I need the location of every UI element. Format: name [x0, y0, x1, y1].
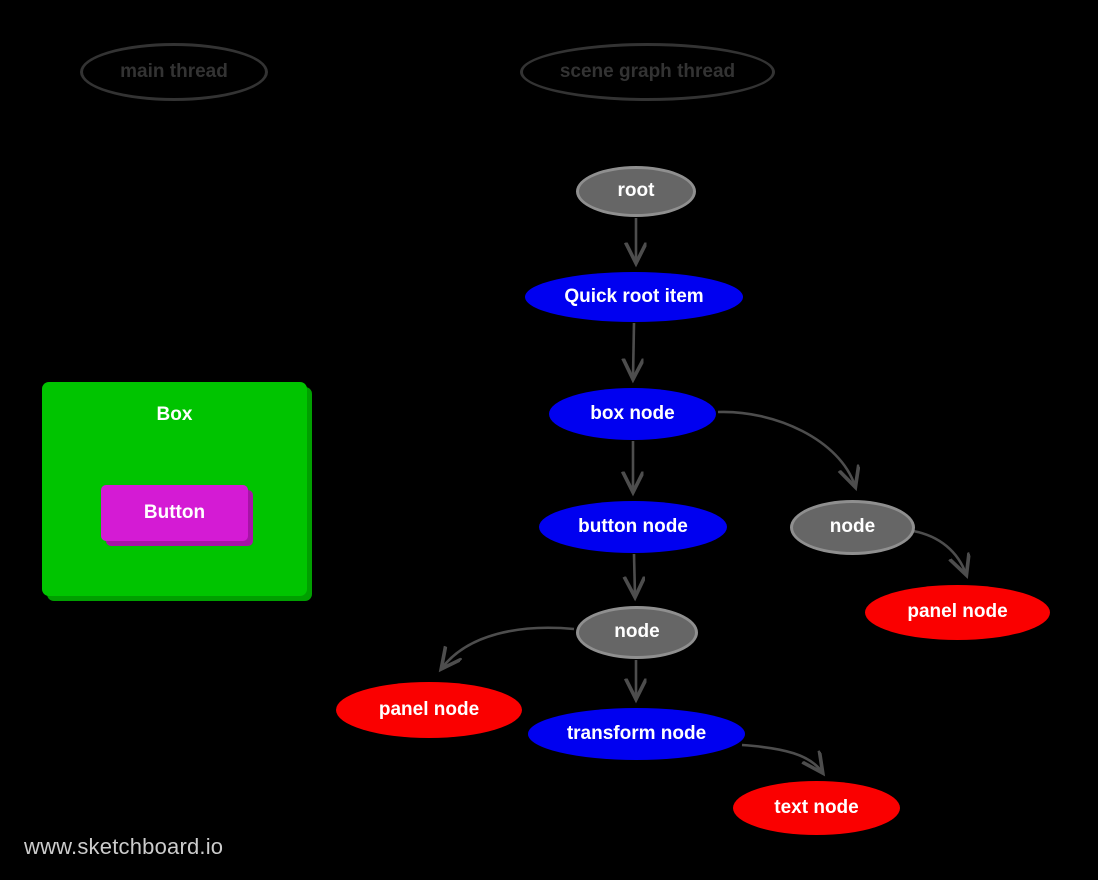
button-shape[interactable]: Button: [101, 485, 248, 541]
node-root[interactable]: root: [576, 166, 696, 217]
node-panel-node-left-label: panel node: [378, 698, 480, 720]
box-label: Box: [156, 404, 193, 425]
box-shape[interactable]: Box: [42, 382, 307, 596]
node-button-node[interactable]: button node: [539, 501, 727, 553]
node-node-bottom-label: node: [614, 621, 660, 643]
node-panel-node-left[interactable]: panel node: [336, 682, 522, 738]
node-node-right[interactable]: node: [790, 500, 915, 555]
node-root-label: root: [617, 180, 655, 202]
edge-node-right-to-panel-node-right: [912, 529, 966, 574]
node-node-bottom[interactable]: node: [576, 606, 698, 659]
lane-main-thread-label: main thread: [120, 60, 228, 82]
node-box-node-label: box node: [590, 402, 675, 424]
lane-scene-graph-thread-label: scene graph thread: [559, 60, 736, 82]
node-transform-node-label: transform node: [566, 722, 707, 744]
lane-scene-graph-thread[interactable]: scene graph thread: [520, 43, 775, 101]
node-panel-node-right-label: panel node: [907, 601, 1008, 623]
node-transform-node[interactable]: transform node: [528, 708, 745, 760]
edge-button-node-to-node-bottom: [634, 553, 635, 596]
node-text-node-label: text node: [774, 796, 859, 818]
node-quick-root-item[interactable]: Quick root item: [525, 272, 743, 322]
lane-main-thread[interactable]: main thread: [80, 43, 268, 101]
edge-box-node-to-node-right: [717, 410, 855, 486]
node-text-node[interactable]: text node: [733, 781, 900, 835]
watermark: www.sketchboard.io: [24, 834, 224, 859]
edge-transform-node-to-text-node: [741, 743, 822, 772]
node-node-right-label: node: [829, 516, 876, 538]
node-panel-node-right[interactable]: panel node: [865, 585, 1050, 640]
node-quick-root-item-label: Quick root item: [564, 285, 704, 307]
button-label: Button: [143, 502, 206, 523]
node-box-node[interactable]: box node: [549, 388, 716, 440]
edge-quick-root-item-to-box-node: [633, 322, 634, 378]
edge-node-bottom-to-panel-node-left: [442, 626, 575, 668]
node-button-node-label: button node: [578, 515, 688, 537]
